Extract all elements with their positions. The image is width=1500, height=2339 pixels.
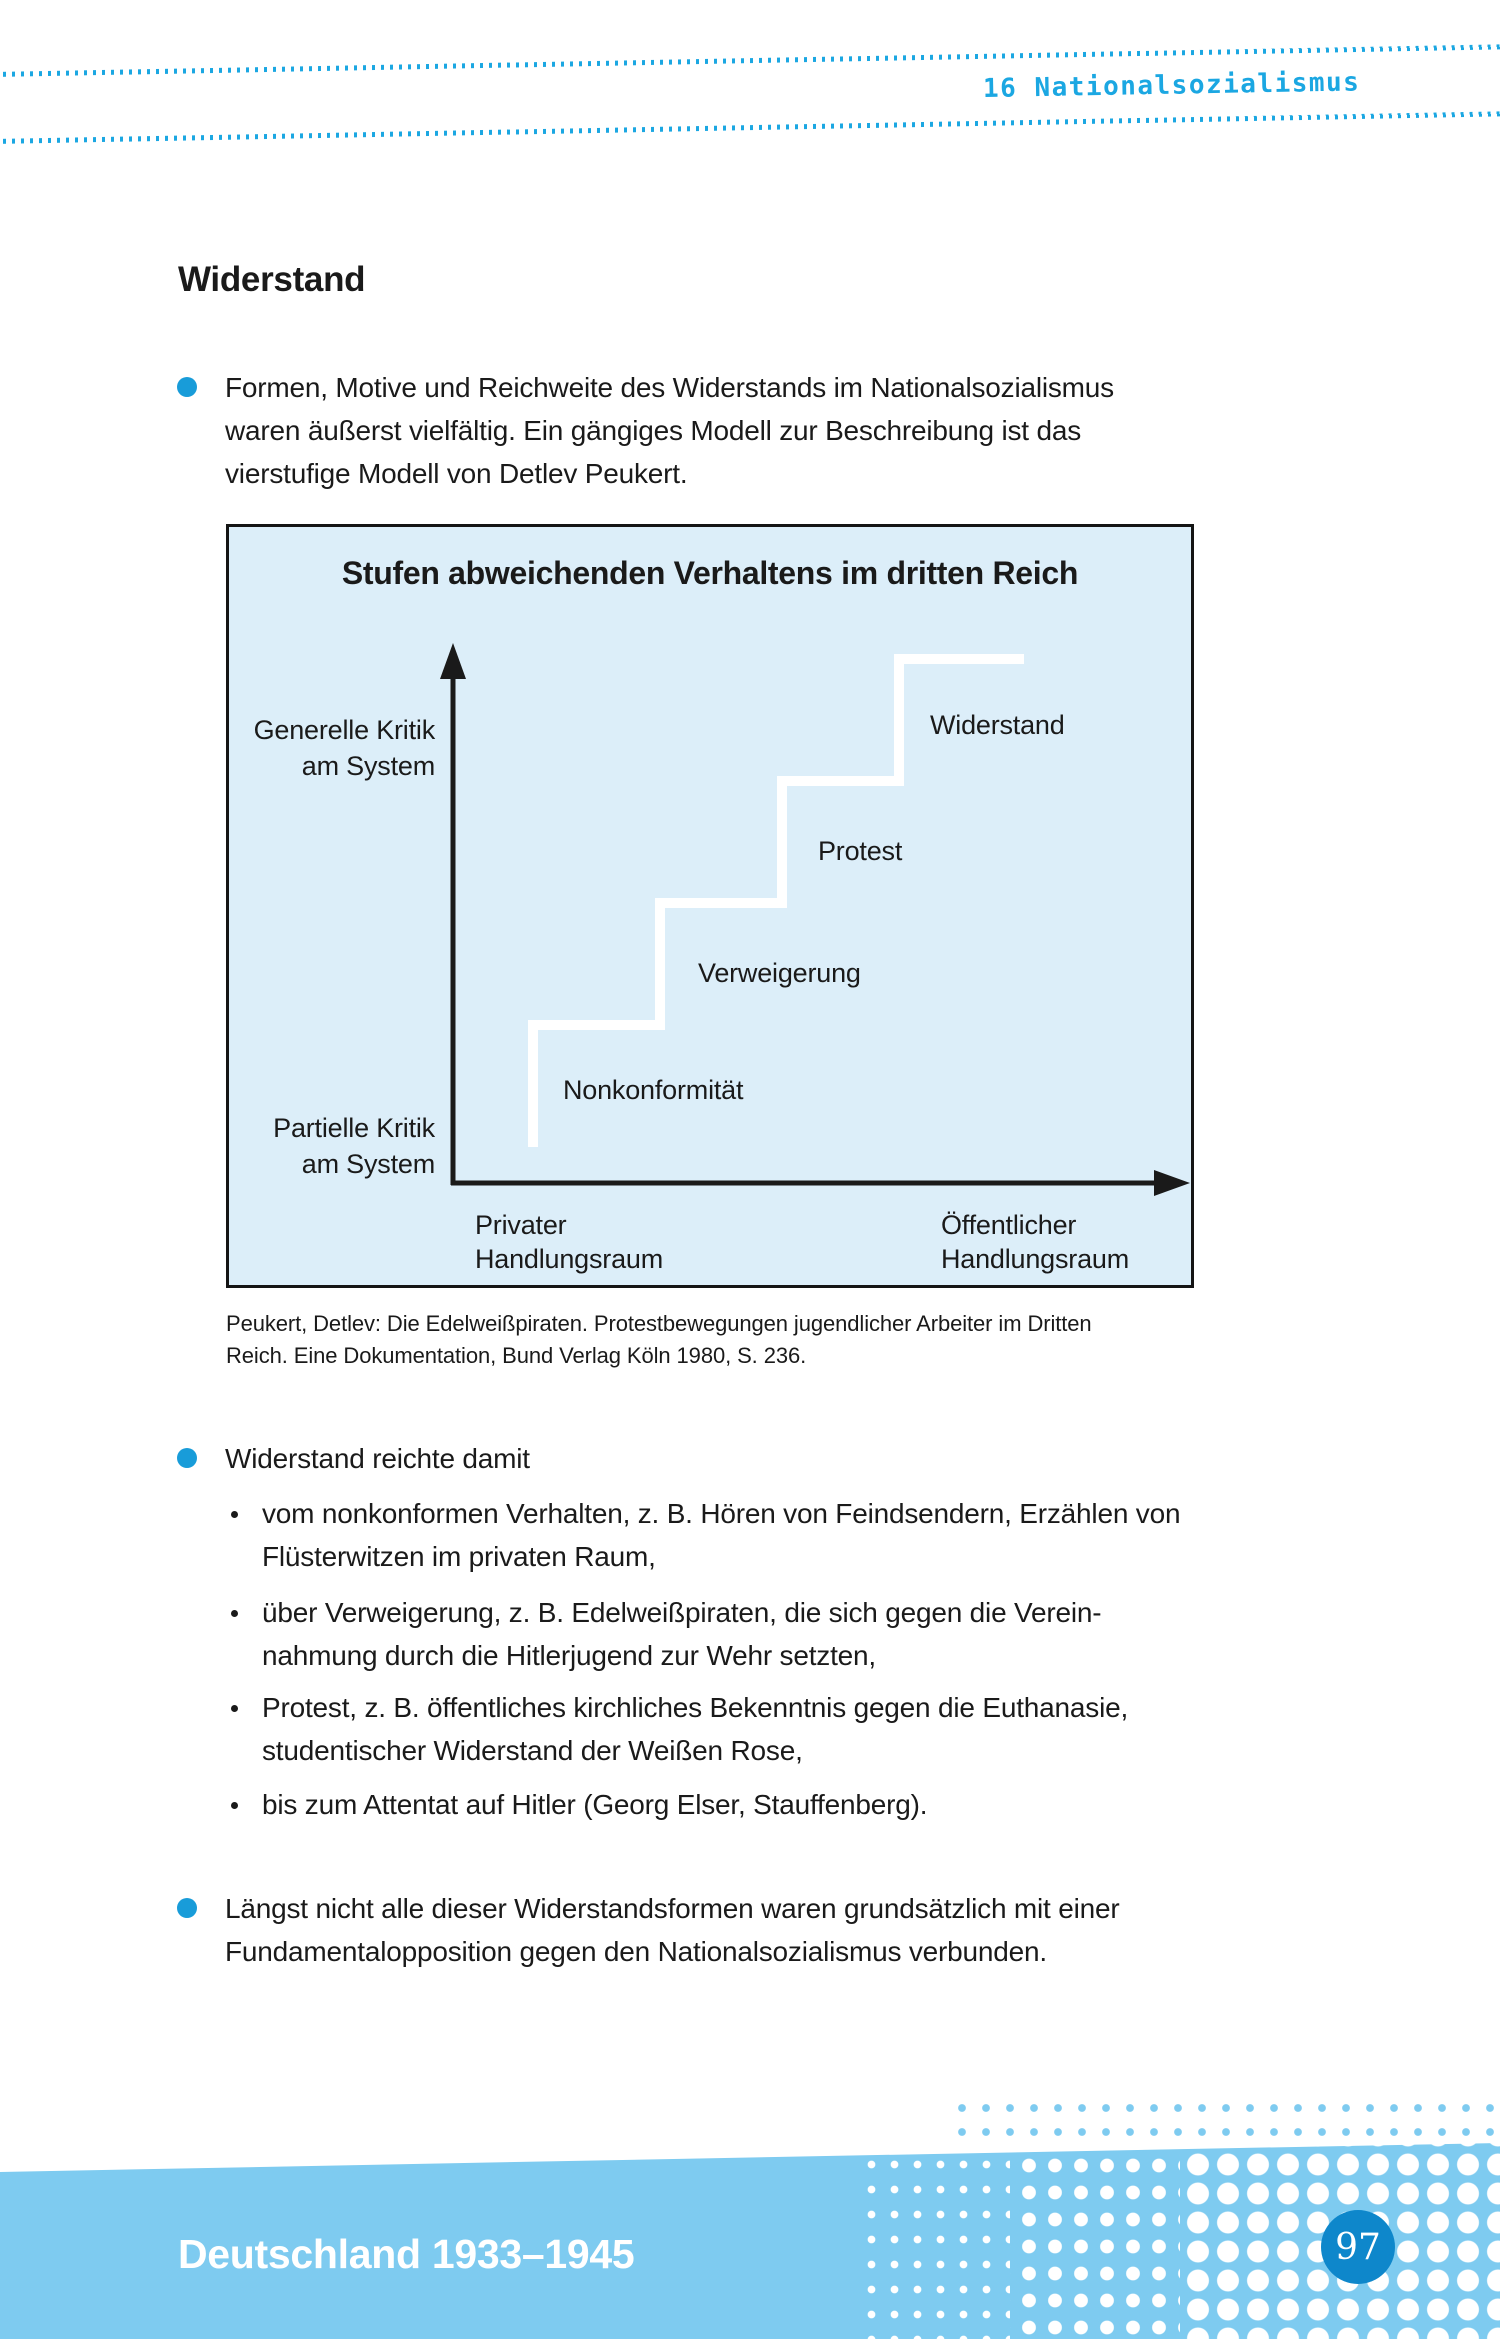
y-axis-top-label: Generelle Kritik am System <box>253 715 436 781</box>
bullet-marker-icon <box>177 1448 197 1468</box>
halftone-pattern <box>860 2152 1010 2339</box>
resistance-lead-text: Widerstand reichte damit <box>225 1443 530 1474</box>
resistance-item: bis zum Attentat auf Hitler (Georg Elser… <box>231 1783 927 1826</box>
x-axis-left-label: Privater Handlungsraum <box>475 1210 664 1274</box>
header-dotted-rule-bottom <box>0 111 1500 144</box>
step-label-nonkonformitaet: Nonkonformität <box>563 1075 744 1105</box>
halftone-pattern <box>1010 2148 1180 2339</box>
closing-paragraph: Längst nicht alle dieser Widerstandsform… <box>177 1887 1120 1973</box>
bullet-marker-icon <box>177 1898 197 1918</box>
x-axis-right-label: Öffentlicher Handlungsraum <box>941 1210 1130 1274</box>
bullet-marker-icon <box>177 377 197 397</box>
sub-bullet-marker-icon <box>231 1705 238 1712</box>
sub-bullet-marker-icon <box>231 1610 238 1617</box>
resistance-item: vom nonkonformen Verhalten, z. B. Hören … <box>231 1492 1181 1578</box>
y-axis-arrowhead-icon <box>440 643 466 679</box>
resistance-item: Protest, z. B. öffentliches kirchliches … <box>231 1686 1128 1772</box>
step-label-protest: Protest <box>818 836 903 866</box>
y-axis-bottom-label: Partielle Kritik am System <box>273 1113 435 1179</box>
resistance-item-text: Protest, z. B. öffentliches kirchliches … <box>262 1692 1129 1766</box>
page-number: 97 <box>1335 2226 1381 2268</box>
intro-paragraph: Formen, Motive und Reichweite des Widers… <box>177 366 1114 495</box>
chapter-label: 16 Nationalsozialismus <box>982 67 1361 104</box>
page-number-badge: 97 <box>1321 2210 1395 2284</box>
resistance-item: über Verweigerung, z. B. Edelweißpiraten… <box>231 1591 1102 1677</box>
closing-text: Längst nicht alle dieser Widerstandsform… <box>225 1893 1120 1967</box>
resistance-item-text: bis zum Attentat auf Hitler (Georg Elser… <box>262 1789 928 1820</box>
sub-bullet-marker-icon <box>231 1511 238 1518</box>
x-axis-arrowhead-icon <box>1154 1170 1190 1196</box>
sub-bullet-marker-icon <box>231 1802 238 1809</box>
footer-series-title: Deutschland 1933–1945 <box>178 2231 635 2277</box>
intro-text: Formen, Motive und Reichweite des Widers… <box>225 372 1114 489</box>
resistance-lead: Widerstand reichte damit <box>177 1437 530 1480</box>
halftone-pattern <box>950 2096 1500 2146</box>
resistance-item-text: vom nonkonformen Verhalten, z. B. Hören … <box>262 1498 1181 1572</box>
page-title: Widerstand <box>178 260 366 299</box>
staircase-line <box>528 654 1024 1147</box>
figure-caption: Peukert, Detlev: Die Edelweißpiraten. Pr… <box>226 1311 1092 1368</box>
step-label-widerstand: Widerstand <box>930 710 1065 740</box>
figure-title: Stufen abweichenden Verhaltens im dritte… <box>341 555 1079 591</box>
figure-box: Stufen abweichenden Verhaltens im dritte… <box>226 524 1194 1288</box>
step-label-verweigerung: Verweigerung <box>698 958 861 988</box>
step-diagram <box>440 643 1190 1196</box>
resistance-item-text: über Verweigerung, z. B. Edelweißpiraten… <box>262 1597 1102 1671</box>
